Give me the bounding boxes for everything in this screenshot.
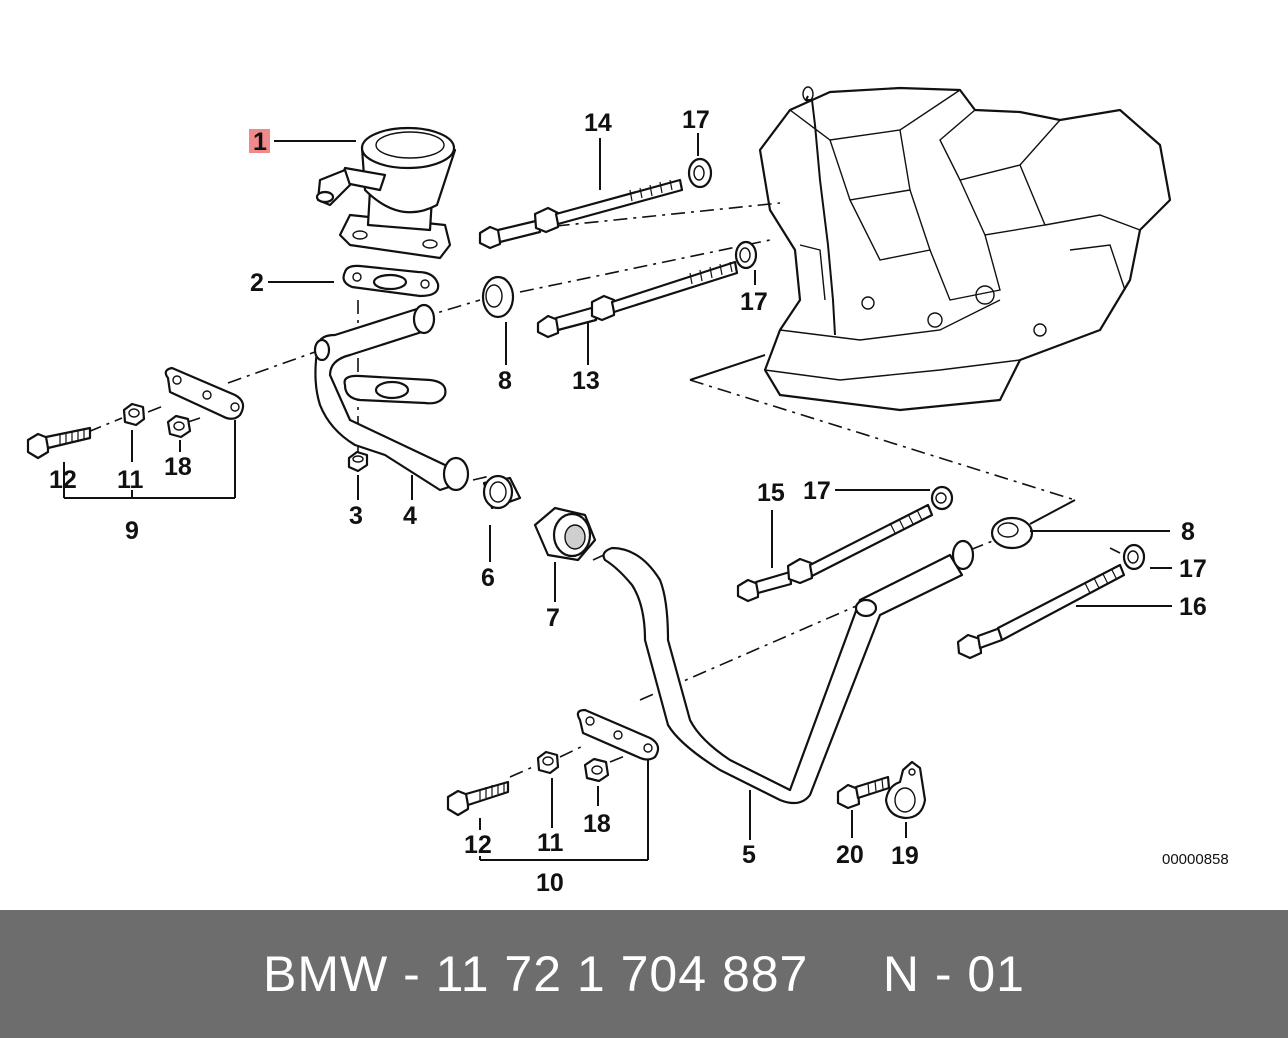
washer-part-8b (990, 516, 1034, 550)
callout-10: 10 (536, 869, 564, 897)
callout-labels: 1 2 3 4 5 6 7 8 8 9 10 11 11 12 12 13 14… (49, 106, 1229, 897)
nut-part-3 (347, 450, 369, 473)
washer-part-17b (734, 240, 758, 270)
engine-block-illustration (758, 86, 1172, 412)
washer-part-17c (930, 485, 954, 511)
sleeve-part-6 (482, 474, 522, 510)
callout-17a: 17 (682, 106, 710, 134)
washer-part-17a (687, 157, 713, 189)
diagram-reference-number: 00000858 (1162, 851, 1229, 868)
bolt-part-20 (836, 775, 891, 810)
callout-7: 7 (546, 604, 560, 632)
callout-2: 2 (250, 269, 264, 297)
bracket-assembly-9 (26, 366, 245, 460)
bolt-part-16 (956, 563, 1126, 660)
pipe-part-4 (313, 303, 470, 492)
callout-18b: 18 (583, 810, 611, 838)
callout-3: 3 (349, 502, 363, 530)
bolt-part-14 (478, 178, 684, 250)
callout-20: 20 (836, 841, 864, 869)
parts-diagram: 1 2 3 4 5 6 7 8 8 9 10 11 11 12 12 13 14… (26, 86, 1229, 897)
part-number-banner: BMW - 11 72 1 704 887 N - 01 (0, 910, 1288, 1038)
callout-15: 15 (757, 479, 785, 507)
callout-18a: 18 (164, 453, 192, 481)
callout-6: 6 (481, 564, 495, 592)
part-number-text: BMW - 11 72 1 704 887 N - 01 (263, 946, 1025, 1002)
valve-part-1 (315, 126, 457, 260)
callout-9: 9 (125, 517, 139, 545)
callout-13: 13 (572, 367, 600, 395)
callout-4: 4 (403, 502, 417, 530)
callout-8a: 8 (498, 367, 512, 395)
leader-lines (63, 133, 1172, 861)
bolt-part-15 (736, 503, 934, 603)
callout-11b: 11 (537, 829, 564, 857)
callout-17b: 17 (740, 288, 768, 316)
washer-part-8a (481, 275, 515, 319)
callout-1: 1 (253, 128, 267, 156)
callout-8b: 8 (1181, 518, 1195, 546)
callout-17c: 17 (803, 477, 831, 505)
clamp-part-19 (884, 760, 927, 820)
washer-part-17d (1122, 543, 1146, 571)
callout-16: 16 (1179, 593, 1207, 621)
callout-5: 5 (742, 841, 756, 869)
callout-11a: 11 (117, 466, 144, 494)
callout-14: 14 (584, 109, 612, 137)
bolt-part-13 (536, 260, 739, 339)
highlight-box (249, 129, 270, 153)
pipe-part-5 (602, 539, 975, 805)
bracket-assembly-10 (446, 708, 660, 817)
gasket-part-2 (342, 264, 440, 298)
callout-19: 19 (891, 842, 919, 870)
union-nut-part-7 (533, 506, 597, 562)
callout-12a: 12 (49, 466, 77, 494)
callout-17d: 17 (1179, 555, 1207, 583)
callout-12b: 12 (464, 831, 492, 859)
